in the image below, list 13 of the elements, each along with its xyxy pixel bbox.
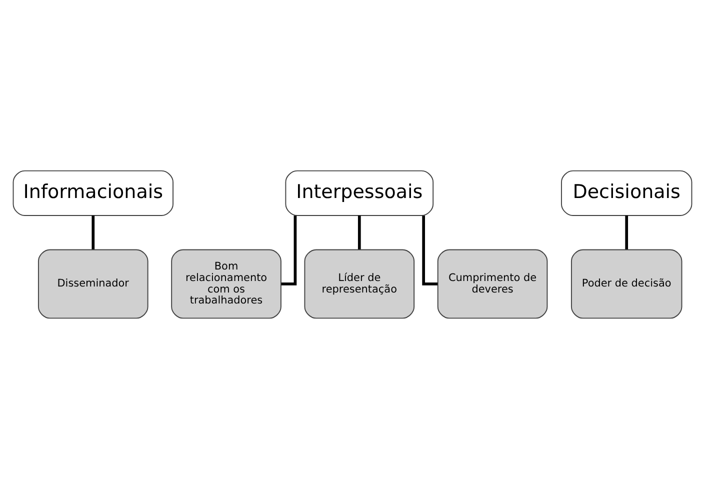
node-box: Decisionais bbox=[561, 170, 692, 216]
node-box: Líder de representação bbox=[304, 248, 415, 318]
node-box: Poder de decisão bbox=[570, 248, 682, 318]
node-box: Interpessoais bbox=[285, 170, 434, 216]
connector bbox=[281, 215, 297, 285]
connector bbox=[92, 215, 95, 249]
node-box: Disseminador bbox=[38, 248, 148, 318]
connector bbox=[625, 215, 628, 249]
connector bbox=[358, 215, 361, 249]
node-box: Informacionais bbox=[12, 170, 174, 216]
node-box: Bom relacionamento com os trabalhadores bbox=[171, 248, 282, 318]
connector bbox=[422, 215, 438, 285]
node-box: Cumprimento de deveres bbox=[437, 248, 548, 318]
